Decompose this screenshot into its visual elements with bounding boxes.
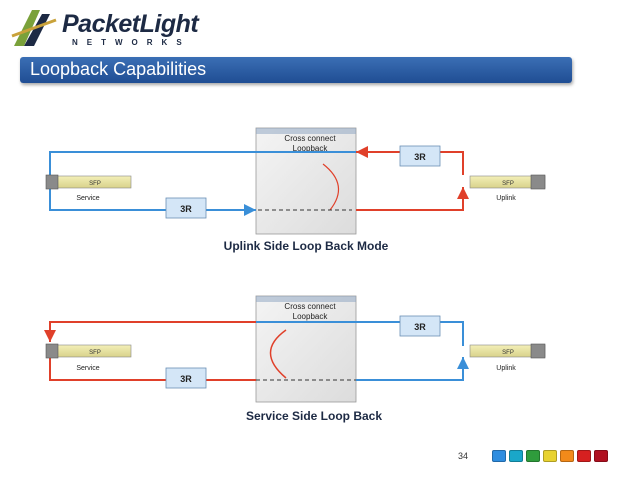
left-sfp-connector xyxy=(45,174,59,190)
blue-lower-path xyxy=(356,357,469,381)
logo-name: PacketLight xyxy=(62,10,199,38)
loopback-curve xyxy=(269,329,287,379)
logo-mark-icon xyxy=(11,10,57,46)
color-swatches xyxy=(492,450,608,462)
swatch-4 xyxy=(543,450,557,462)
red-upper-path xyxy=(44,321,256,342)
cross-connect-box xyxy=(255,295,357,403)
red-upper-path xyxy=(356,146,464,175)
lower-3r-label: 3R xyxy=(180,374,192,384)
lower-3r-box xyxy=(165,197,207,219)
xc-label-line2: Loopback xyxy=(293,144,329,153)
xc-label-line1: Cross connect xyxy=(284,302,336,311)
cross-connect-box-top xyxy=(256,296,356,302)
left-sfp-label: SFP xyxy=(89,181,101,187)
blue-upper-path xyxy=(256,321,464,346)
cross-connect-box xyxy=(255,127,357,235)
right-sfp-label: SFP xyxy=(502,350,514,356)
page-number: 34 xyxy=(458,451,469,461)
diagram-caption: Service Side Loop Back xyxy=(246,409,382,423)
left-sfp-label: SFP xyxy=(89,350,101,356)
logo-subtitle: NETWORKS xyxy=(72,38,191,47)
uplink-label: Uplink xyxy=(496,195,516,202)
upper-3r-box xyxy=(399,145,441,167)
packetlight-logo: PacketLight NETWORKS xyxy=(10,6,200,54)
service-label: Service xyxy=(76,195,99,202)
upper-3r-label: 3R xyxy=(414,152,426,162)
xc-label-line2: Loopback xyxy=(293,312,329,321)
blue-upper-path xyxy=(49,151,356,182)
right-sfp-label: SFP xyxy=(502,181,514,187)
upper-3r-label: 3R xyxy=(414,322,426,332)
service-label: Service xyxy=(76,365,99,372)
left-sfp-connector xyxy=(45,343,59,359)
diagram-caption: Uplink Side Loop Back Mode xyxy=(224,239,389,253)
xc-label-line1: Cross connect xyxy=(284,134,336,143)
swatch-7 xyxy=(594,450,608,462)
swatch-3 xyxy=(526,450,540,462)
diagram-service-loopback: Cross connect Loopback 3R 3R SFP Service… xyxy=(44,295,546,423)
right-sfp-connector xyxy=(530,174,546,190)
diagram-uplink-loopback: Cross connect Loopback 3R 3R SFP Service… xyxy=(45,127,546,253)
upper-3r-box xyxy=(399,315,441,337)
page-title: Loopback Capabilities xyxy=(30,59,207,79)
lower-3r-box xyxy=(165,367,207,389)
title-bar: Loopback Capabilities xyxy=(20,57,572,83)
cross-connect-box-top xyxy=(256,128,356,134)
lower-3r-label: 3R xyxy=(180,204,192,214)
swatch-1 xyxy=(492,450,506,462)
swatch-5 xyxy=(560,450,574,462)
loopback-curve xyxy=(322,163,339,211)
uplink-label: Uplink xyxy=(496,365,516,372)
right-sfp-connector xyxy=(530,343,546,359)
swatch-2 xyxy=(509,450,523,462)
swatch-6 xyxy=(577,450,591,462)
red-lower-path xyxy=(356,187,469,211)
